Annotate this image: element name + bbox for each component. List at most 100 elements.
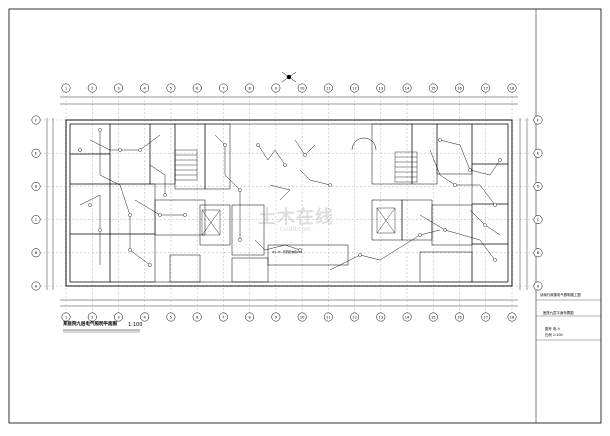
light-fixture-icon xyxy=(298,248,302,252)
axis-bubble-top-12: 12 xyxy=(350,83,360,93)
axis-bubble-top-9: 9 xyxy=(271,83,281,93)
light-fixture-icon xyxy=(163,193,167,197)
axis-bubble-top-16-label: 16 xyxy=(457,86,462,90)
axis-bubble-bottom-3: 3 xyxy=(114,312,123,322)
drawing-title: 某医院九层电气照明平面图 xyxy=(63,322,117,327)
axis-bubble-bottom-2-label: 2 xyxy=(91,315,93,319)
watermark-sub: coi88.com xyxy=(280,226,311,233)
axis-bubble-left-A-label: A xyxy=(35,284,38,288)
light-fixture-icon xyxy=(238,238,242,242)
axis-bubble-bottom-11-label: 11 xyxy=(326,315,331,319)
room-note: WL 1F~照明配电箱AL9 xyxy=(272,250,303,254)
axis-bubble-top-7-label: 7 xyxy=(222,86,224,90)
axis-bubble-right-A-label: A xyxy=(537,284,540,288)
axis-bubble-left-C: C xyxy=(31,215,41,225)
light-fixture-icon xyxy=(128,248,132,252)
light-fixture-icon xyxy=(358,253,362,257)
right-wing-rooms xyxy=(371,123,509,283)
axis-bubble-right-B: B xyxy=(533,248,543,258)
light-fixture-icon xyxy=(328,183,332,187)
axis-bubble-left-E-label: E xyxy=(35,152,38,156)
light-fixture-icon xyxy=(118,148,122,152)
axis-bubble-right-F-label: F xyxy=(537,118,539,122)
axis-bubble-top-18: 18 xyxy=(507,83,517,93)
axis-bubble-top-14: 14 xyxy=(402,83,412,93)
axis-bubble-top-1-label: 1 xyxy=(65,86,67,90)
axis-bubble-bottom-17-label: 17 xyxy=(483,315,488,319)
axis-bubble-left-B: B xyxy=(31,248,41,258)
light-fixture-icon xyxy=(98,128,102,132)
axis-bubble-bottom-13: 13 xyxy=(376,312,386,322)
axis-bubble-left-F: F xyxy=(31,115,41,125)
axis-bubble-top-14-label: 14 xyxy=(405,86,410,90)
axis-bubble-bottom-9: 9 xyxy=(271,312,281,322)
axis-bubble-top-6: 6 xyxy=(192,83,202,93)
axis-bubble-top-1: 1 xyxy=(61,83,71,93)
axis-bubble-right-C-label: C xyxy=(537,218,540,222)
axis-bubble-bottom-11: 11 xyxy=(323,312,333,322)
axis-bubble-bottom-14-label: 14 xyxy=(405,315,410,319)
axis-bubble-bottom-4: 4 xyxy=(140,312,150,322)
light-fixture-icon xyxy=(453,183,457,187)
axis-bubble-left-E: E xyxy=(31,148,41,158)
axis-bubble-bottom-15-label: 15 xyxy=(431,315,436,319)
sheet-info-1: 图号 电-9 xyxy=(545,327,560,331)
axis-bubble-bottom-10: 10 xyxy=(297,312,307,322)
light-fixture-icon xyxy=(468,168,472,172)
light-fixture-icon xyxy=(88,203,92,207)
lighting-wiring xyxy=(79,130,501,271)
axis-bubble-left-B-label: B xyxy=(35,251,38,255)
axis-bubble-top-12-label: 12 xyxy=(352,86,357,90)
axis-bubble-top-2-label: 2 xyxy=(91,86,93,90)
axis-bubble-bottom-16-label: 16 xyxy=(457,315,462,319)
light-fixture-icon xyxy=(256,143,260,147)
light-fixture-icon xyxy=(443,228,447,232)
light-fixture-icon xyxy=(138,148,142,152)
axis-bubble-right-E: E xyxy=(533,148,543,158)
project-info-1: 京南行政楼电气照明施工图 xyxy=(540,293,581,297)
drawing-scale: 1:100 xyxy=(128,322,143,328)
axis-bubble-top-6-label: 6 xyxy=(196,86,199,90)
axis-bubble-top-8-label: 8 xyxy=(248,86,251,90)
sheet-border xyxy=(8,8,602,424)
axis-bubble-bottom-12-label: 12 xyxy=(352,315,357,319)
axis-bubble-bottom-6: 6 xyxy=(192,312,202,322)
axis-bubble-top-3-label: 3 xyxy=(117,86,119,90)
axis-bubble-bottom-10-label: 10 xyxy=(300,315,305,319)
light-fixture-icon xyxy=(493,258,497,262)
axis-bubble-bottom-15: 15 xyxy=(428,312,438,322)
axis-bubble-right-B-label: B xyxy=(537,251,540,255)
axis-bubble-bottom-17: 17 xyxy=(481,312,491,322)
axis-bubble-bottom-14: 14 xyxy=(402,312,412,322)
light-fixture-icon xyxy=(223,143,227,147)
light-fixture-icon xyxy=(183,213,187,217)
light-fixture-icon xyxy=(148,263,152,267)
axis-bubble-top-4-label: 4 xyxy=(144,86,147,90)
light-fixtures xyxy=(78,128,502,267)
light-fixture-icon xyxy=(493,203,497,207)
axis-bubble-bottom-12: 12 xyxy=(350,312,360,322)
light-fixture-icon xyxy=(158,213,162,217)
axis-bubbles-right: F E D C B A xyxy=(533,115,543,291)
axis-bubbles-left: F E D C B A xyxy=(31,115,41,291)
axis-bubble-left-D-label: D xyxy=(35,185,38,189)
axis-bubble-right-D-label: D xyxy=(537,185,540,189)
project-info-2: 医院九层平面布置图 xyxy=(543,311,574,315)
axis-bubble-bottom-1: 1 xyxy=(61,312,71,322)
light-fixture-icon xyxy=(128,213,132,217)
axis-bubble-bottom-16: 16 xyxy=(455,312,464,322)
axis-bubble-right-D: D xyxy=(533,181,543,191)
axis-bubble-top-13-label: 13 xyxy=(379,86,384,90)
axis-bubble-top-2: 2 xyxy=(87,83,97,93)
light-fixture-icon xyxy=(438,138,442,142)
axis-bubble-bottom-8-label: 8 xyxy=(248,315,251,319)
axis-bubble-top-8: 8 xyxy=(245,83,255,93)
axis-bubble-top-7: 7 xyxy=(218,83,228,93)
axis-grid xyxy=(40,92,534,313)
axis-bubble-bottom-2: 2 xyxy=(87,312,97,322)
axis-bubble-left-A: A xyxy=(31,281,41,291)
left-wing-rooms xyxy=(69,123,269,283)
